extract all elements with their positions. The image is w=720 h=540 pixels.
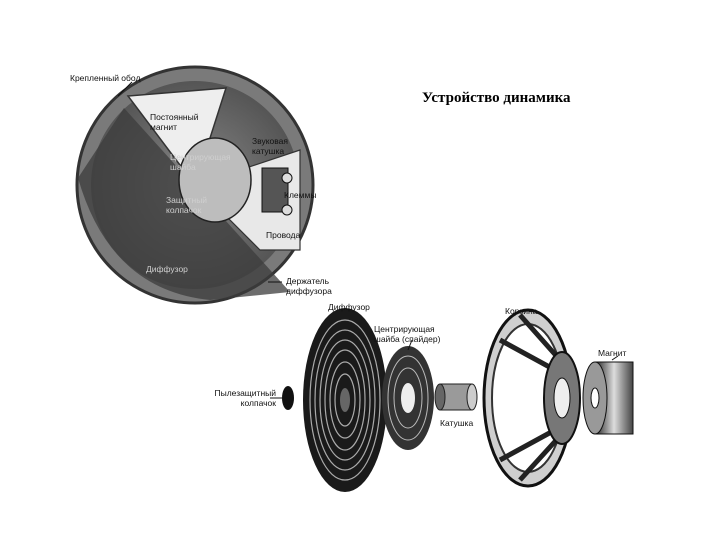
label-spider: Центрирующая шайба (спайдер) [374, 324, 452, 344]
magnet-part [583, 362, 633, 434]
label-clamp: Клеммы [284, 190, 316, 200]
coil-part [435, 384, 477, 410]
basket-part [484, 310, 580, 486]
label-coil: Катушка [440, 418, 473, 428]
dust-cap-part [282, 386, 294, 410]
label-rim: Крепленный обод [70, 73, 140, 83]
terminal-2 [282, 205, 292, 215]
label-magnet-bottom: Магнит [598, 348, 626, 358]
label-magnet: Постоянный магнит [150, 112, 210, 132]
label-centering: Центрирующая шайба [170, 152, 232, 172]
label-basket: Корзина [505, 306, 537, 316]
label-diffuser-top: Диффузор [146, 264, 188, 274]
label-dust-cap-bottom: Пылезащитный колпачок [210, 388, 276, 408]
terminal-1 [282, 173, 292, 183]
label-diffuser-bottom: Диффузор [328, 302, 370, 312]
top-speaker-cutaway [77, 67, 313, 303]
label-holder: Держатель диффузора [286, 276, 348, 296]
label-voice-coil: Звуковая катушка [252, 136, 304, 156]
label-wires: Проводa [266, 230, 300, 240]
label-dust-cap: Защитный колпачок [166, 195, 222, 215]
spider-part [382, 346, 434, 450]
